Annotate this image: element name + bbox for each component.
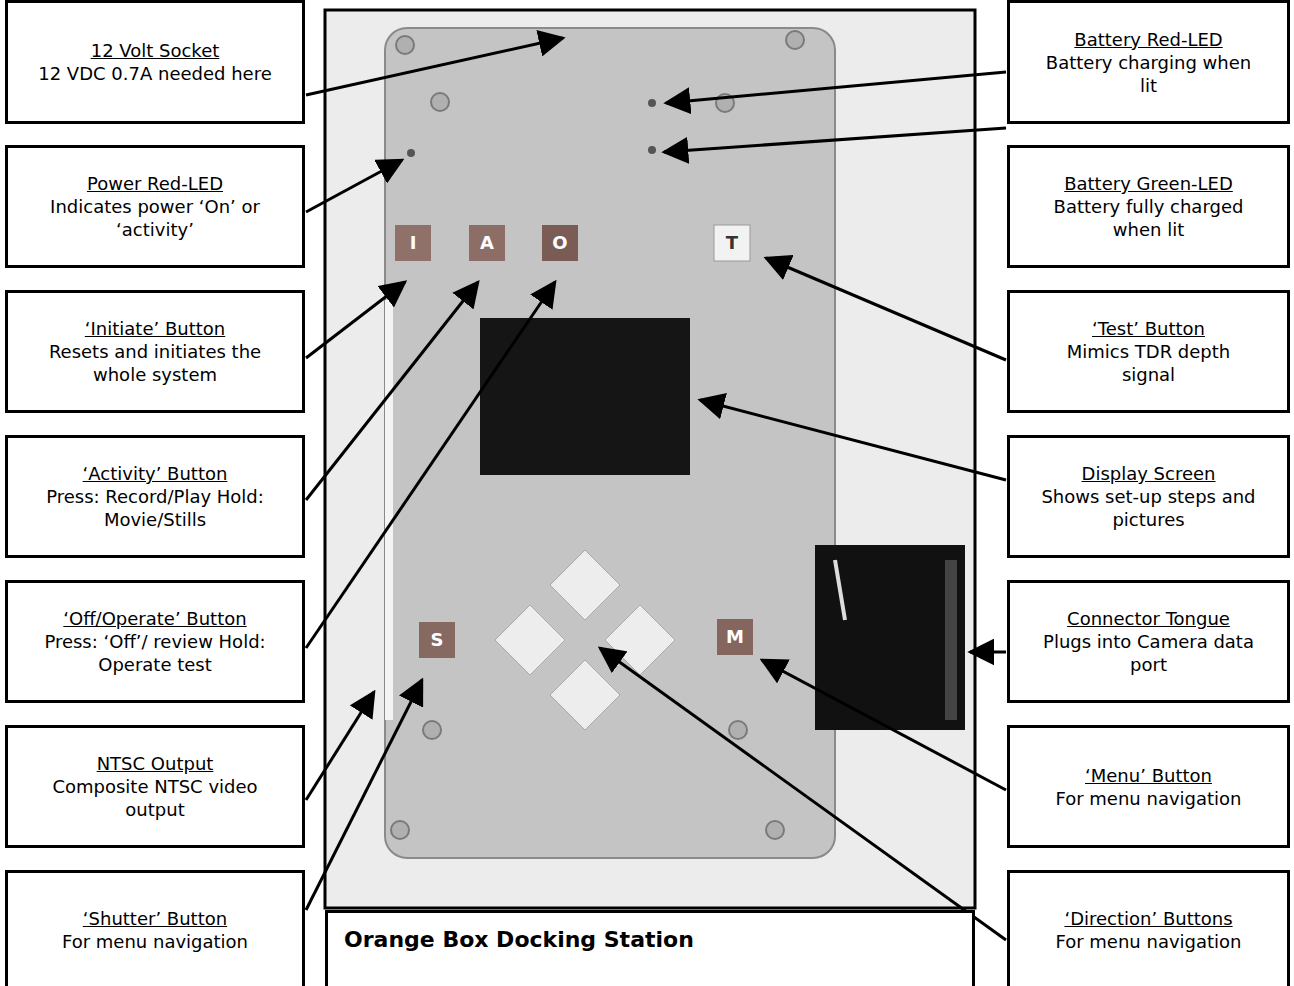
callout-heading: Battery Green-LED (1064, 172, 1233, 195)
button-letter: M (717, 619, 753, 655)
button-letter: O (542, 225, 578, 261)
photo-frame (325, 10, 975, 908)
callout-text: Plugs into Camera data port (1040, 630, 1257, 676)
button-callout: ‘Menu’ ButtonFor menu navigation (1007, 725, 1290, 848)
button-letter: T (714, 225, 750, 261)
display-screen (480, 318, 690, 475)
device-panel (385, 28, 835, 858)
button-callout: ‘Off/Operate’ ButtonPress: ‘Off’/ review… (5, 580, 305, 703)
callout-text: Mimics TDR depth signal (1040, 340, 1257, 386)
callout-heading: ‘Shutter’ Button (83, 907, 227, 930)
button-callout: ‘Initiate’ ButtonResets and initiates th… (5, 290, 305, 413)
callout-heading: Display Screen (1082, 462, 1216, 485)
buttons (395, 225, 753, 658)
led-callout: Battery Red-LEDBattery charging when lit (1007, 0, 1290, 124)
button-callout: ‘Activity’ ButtonPress: Record/Play Hold… (5, 435, 305, 558)
button-callout: ‘Direction’ ButtonsFor menu navigation (1007, 870, 1290, 986)
callout-heading: ‘Initiate’ Button (85, 317, 225, 340)
direction-pad (495, 550, 675, 730)
callout-text: For menu navigation (62, 930, 248, 953)
button-callout: ‘Shutter’ ButtonFor menu navigation (5, 870, 305, 986)
callout-text: For menu navigation (1055, 787, 1241, 810)
callout-text: Shows set-up steps and pictures (1040, 485, 1257, 531)
side-port (385, 300, 393, 720)
callout-text: 12 VDC 0.7A needed here (38, 62, 272, 85)
output-callout: NTSC OutputComposite NTSC video output (5, 725, 305, 848)
button-letter: S (419, 622, 455, 658)
callout-text: Press: Record/Play Hold: Movie/Stills (38, 485, 272, 531)
callout-text: Battery charging when lit (1040, 51, 1257, 97)
screws (391, 31, 804, 839)
callout-text: For menu navigation (1055, 930, 1241, 953)
callout-text: Battery fully charged when lit (1040, 195, 1257, 241)
callout-heading: NTSC Output (97, 752, 214, 775)
screen-callout: Display ScreenShows set-up steps and pic… (1007, 435, 1290, 558)
socket-callout: 12 Volt Socket12 VDC 0.7A needed here (5, 0, 305, 124)
callout-text: Resets and initiates the whole system (38, 340, 272, 386)
callout-heading: ‘Menu’ Button (1085, 764, 1212, 787)
callout-text: Composite NTSC video output (38, 775, 272, 821)
callout-heading: Connector Tongue (1067, 607, 1230, 630)
leds (407, 99, 656, 157)
callout-heading: ‘Direction’ Buttons (1064, 907, 1232, 930)
callout-heading: Orange Box Docking Station (344, 927, 694, 953)
led-callout: Battery Green-LEDBattery fully charged w… (1007, 145, 1290, 268)
callout-heading: 12 Volt Socket (91, 39, 220, 62)
callout-heading: ‘Test’ Button (1092, 317, 1205, 340)
button-callout: ‘Test’ ButtonMimics TDR depth signal (1007, 290, 1290, 413)
connector-callout: Connector TonguePlugs into Camera data p… (1007, 580, 1290, 703)
button-letter: A (469, 225, 505, 261)
callout-heading: Battery Red-LED (1074, 28, 1222, 51)
leader-lines (306, 38, 1006, 940)
callout-heading: Power Red-LED (87, 172, 223, 195)
callout-heading: ‘Activity’ Button (83, 462, 228, 485)
callout-heading: ‘Off/Operate’ Button (63, 607, 246, 630)
led-callout: Power Red-LEDIndicates power ‘On’ or ‘ac… (5, 145, 305, 268)
button-letter: I (395, 225, 431, 261)
callout-text: Press: ‘Off’/ review Hold: Operate test (38, 630, 272, 676)
title-box: Orange Box Docking Station (325, 910, 975, 986)
connector-tongue (815, 545, 965, 730)
callout-text: Indicates power ‘On’ or ‘activity’ (38, 195, 272, 241)
